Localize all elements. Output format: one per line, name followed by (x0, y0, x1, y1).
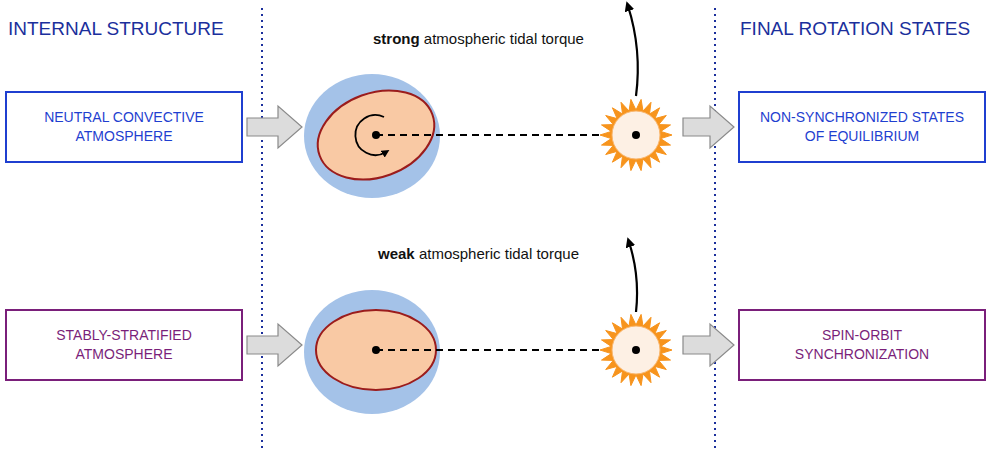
torque-label: weakatmospheric tidal torque (376, 245, 581, 262)
block-arrow (683, 324, 734, 366)
block-arrow (247, 324, 302, 366)
atmosphere (304, 290, 440, 414)
star-disc (612, 326, 660, 374)
torque-label: strongatmospheric tidal torque (371, 30, 586, 47)
state-box: SPIN-ORBIT SYNCHRONIZATION (738, 309, 986, 381)
torque-arrow (629, 242, 637, 312)
planet-center (372, 131, 380, 139)
star-planet-line (376, 349, 636, 351)
structure-box: STABLY-STRATIFIED ATMOSPHERE (5, 309, 243, 381)
star (600, 314, 672, 385)
torque-text: atmospheric tidal torque (424, 30, 584, 47)
star-disc (612, 111, 660, 159)
star-rays (600, 314, 672, 385)
star-rays (600, 99, 672, 170)
box-text: NON-SYNCHRONIZED STATES OF EQUILIBRIUM (740, 102, 984, 152)
star-center (632, 131, 640, 139)
torque-strength: weak (378, 245, 415, 262)
box-text: NEUTRAL CONVECTIVE ATMOSPHERE (7, 102, 241, 152)
planet-center (372, 346, 380, 354)
star (600, 99, 672, 170)
box-text: SPIN-ORBIT SYNCHRONIZATION (740, 320, 984, 370)
torque-arrow (628, 6, 638, 96)
structure-box: NEUTRAL CONVECTIVE ATMOSPHERE (5, 91, 243, 163)
column-header: INTERNAL STRUCTURE (8, 18, 224, 40)
torque-strength: strong (373, 30, 420, 47)
star-planet-line (376, 134, 636, 136)
block-arrow (247, 106, 302, 148)
divider-line (714, 8, 716, 452)
torque-strength: weak (378, 245, 415, 262)
star-center (632, 346, 640, 354)
block-arrow (683, 106, 734, 148)
torque-strength: strong (373, 30, 420, 47)
box-text: STABLY-STRATIFIED ATMOSPHERE (7, 320, 241, 370)
torque-text: atmospheric tidal torque (419, 245, 579, 262)
state-box: NON-SYNCHRONIZED STATES OF EQUILIBRIUM (738, 91, 986, 163)
divider-line (261, 8, 263, 452)
column-header: FINAL ROTATION STATES (740, 18, 970, 40)
